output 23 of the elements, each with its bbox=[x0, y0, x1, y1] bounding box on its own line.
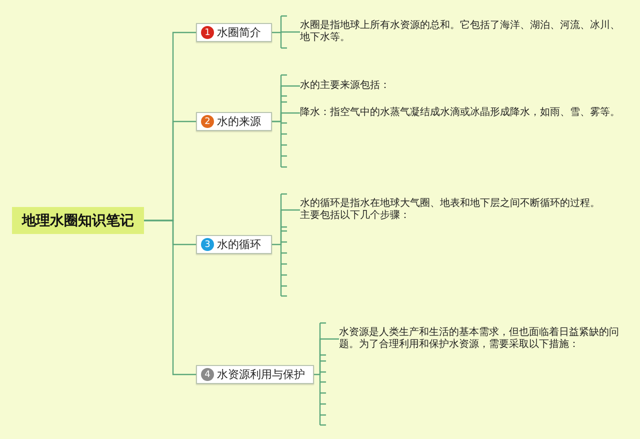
branch-line bbox=[272, 31, 300, 34]
note-text: 降水：指空气中的水蒸气凝结成水滴或冰晶形成降水，如雨、雪、雾等。 bbox=[300, 107, 620, 119]
step-number: 3 bbox=[201, 238, 214, 251]
topic-title: 水的来源 bbox=[217, 114, 261, 129]
note-text: 水的主要来源包括： bbox=[300, 80, 390, 92]
branch-line bbox=[314, 338, 339, 376]
step-number: 1 bbox=[201, 26, 214, 39]
topic-box bbox=[196, 235, 272, 254]
topic-title: 水资源利用与保护 bbox=[217, 367, 305, 382]
topic-box bbox=[196, 112, 272, 131]
topic-box bbox=[196, 23, 272, 42]
branch-line bbox=[144, 220, 196, 376]
note-text: 水资源是人类生产和生活的基本需求，但也面临着日益紧缺的问题。为了合理利用和保护水资源，需要采取以下措施： bbox=[339, 327, 620, 351]
step-number: 2 bbox=[201, 115, 214, 128]
note-text: 水的循环是指水在地球大气圈、地表和地下层之间不断循环的过程。主要包括以下几个步骤： bbox=[300, 198, 600, 222]
topic-box bbox=[196, 365, 314, 384]
central-topic: 地理水圈知识笔记 bbox=[12, 207, 144, 234]
branch-line bbox=[272, 112, 300, 122]
topic-title: 水圈简介 bbox=[217, 25, 261, 40]
topic-title: 水的循环 bbox=[217, 237, 261, 252]
step-number: 4 bbox=[201, 368, 214, 381]
note-text: 水圈是指地球上所有水资源的总和。它包括了海洋、湖泊、河流、冰川、地下水等。 bbox=[300, 20, 620, 44]
branch-line bbox=[272, 209, 300, 246]
